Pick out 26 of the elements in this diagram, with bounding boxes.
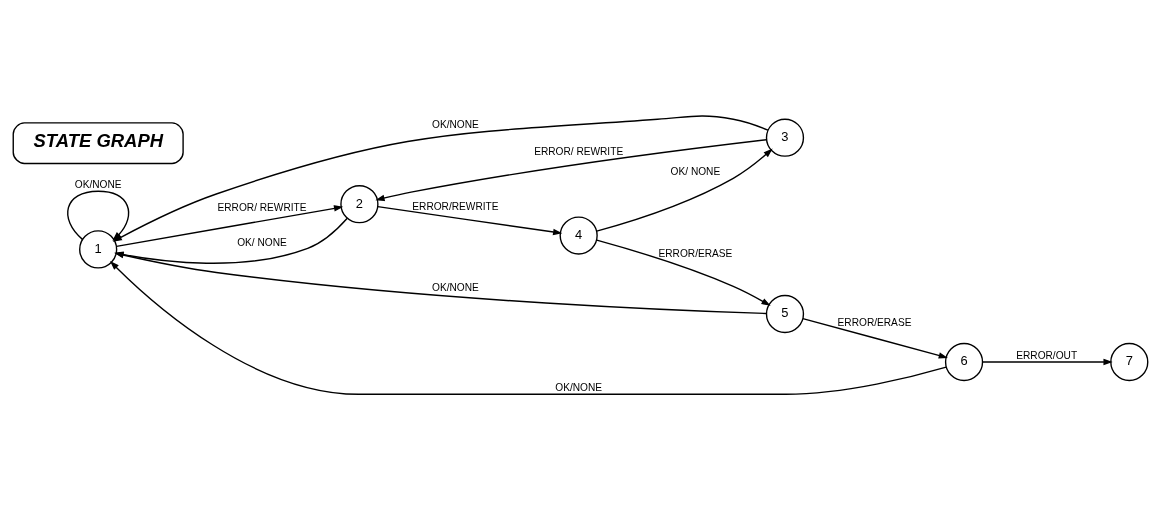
edge-label: ERROR/ REWRITE <box>534 146 624 158</box>
arrow <box>596 239 771 306</box>
node-circle: 4 <box>559 216 598 255</box>
edge-label: ERROR/ REWRITE <box>217 202 307 214</box>
arrow <box>596 148 773 232</box>
edge-label: OK/NONE <box>432 281 479 293</box>
node-box: STATE GRAPH <box>12 122 184 165</box>
edge-label: OK/ NONE <box>670 166 721 178</box>
arrow <box>110 261 947 395</box>
node-circle: 2 <box>340 185 379 224</box>
arrow <box>115 205 344 248</box>
node-circle: 6 <box>944 342 984 382</box>
node-circle: 7 <box>1110 342 1149 382</box>
edge-label: OK/ NONE <box>237 236 287 248</box>
arrow <box>377 205 563 236</box>
arrow <box>982 358 1113 366</box>
edge-label: OK/NONE <box>555 382 603 394</box>
arrow <box>375 139 768 202</box>
edge-label: ERROR/ERASE <box>837 316 912 328</box>
edge-label: ERROR/OUT <box>1016 350 1078 362</box>
edge-label: OK/NONE <box>432 119 479 131</box>
arrow <box>802 317 948 359</box>
edge-label: OK/NONE <box>74 179 122 191</box>
node-circle: 5 <box>765 294 805 334</box>
edge-label: ERROR/REWRITE <box>412 200 499 212</box>
edge-label: ERROR/ERASE <box>658 247 733 259</box>
